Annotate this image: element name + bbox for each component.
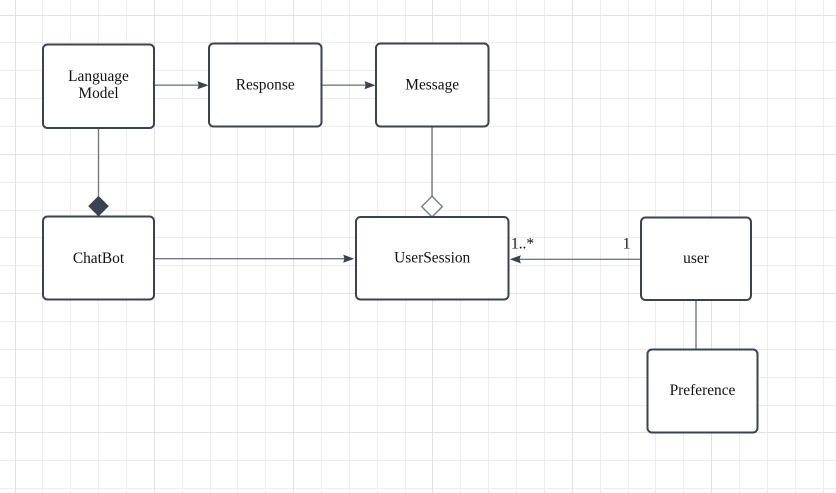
svg-text:Message: Message — [405, 76, 459, 93]
svg-text:Preference: Preference — [670, 382, 736, 399]
svg-text:ChatBot: ChatBot — [73, 250, 125, 267]
svg-text:Response: Response — [236, 76, 295, 93]
svg-text:1: 1 — [623, 236, 631, 253]
svg-text:UserSession: UserSession — [394, 249, 470, 266]
svg-text:Model: Model — [78, 85, 118, 102]
svg-text:Language: Language — [68, 68, 129, 85]
svg-text:1..*: 1..* — [511, 236, 534, 253]
svg-text:user: user — [683, 250, 709, 267]
